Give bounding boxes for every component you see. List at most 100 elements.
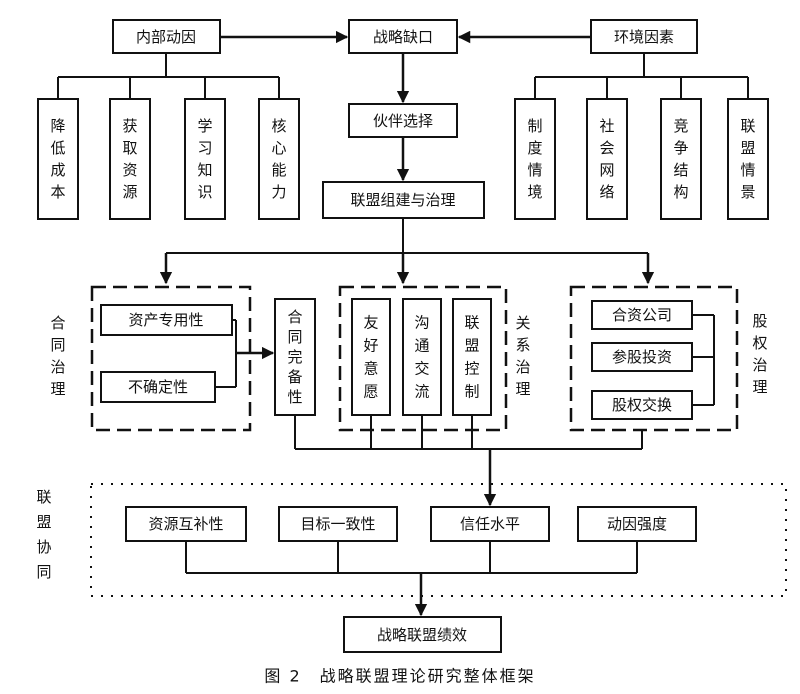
reduce-cost-char-4: 本 bbox=[50, 183, 65, 201]
contract-label-char-4: 理 bbox=[50, 380, 65, 398]
partner-selection-label: 伙伴选择 bbox=[373, 112, 433, 130]
alliance-context-char-2: 盟 bbox=[740, 139, 755, 157]
partner-selection-box bbox=[348, 103, 458, 138]
competition-char-2: 争 bbox=[673, 139, 688, 157]
institution-char-4: 境 bbox=[527, 183, 542, 201]
environment-label: 环境因素 bbox=[614, 28, 674, 46]
minority-equity-box bbox=[591, 342, 693, 372]
minority-equity-label: 参股投资 bbox=[612, 348, 672, 366]
institution-char-1: 制 bbox=[527, 117, 542, 135]
acquire-resources-char-1: 获 bbox=[122, 117, 137, 135]
equity-label-char-2: 权 bbox=[752, 334, 767, 352]
environment-tree-connector bbox=[534, 53, 749, 99]
alliance-control-char-1: 联 bbox=[464, 314, 479, 332]
friendly-intent-char-2: 好 bbox=[363, 337, 378, 355]
governance-branch-connector bbox=[159, 218, 655, 285]
acquire-resources-char-3: 资 bbox=[122, 161, 137, 179]
equity-governance-dashed-frame bbox=[569, 285, 739, 432]
alliance-context-char-4: 景 bbox=[740, 183, 755, 201]
learn-knowledge-char-3: 知 bbox=[197, 161, 212, 179]
contract-label-char-3: 治 bbox=[50, 358, 65, 376]
alliance-synergy-dotted-frame bbox=[90, 483, 787, 597]
internal-tree-connector bbox=[57, 53, 280, 99]
social-network-char-3: 网 bbox=[599, 161, 614, 179]
strategic-alliance-performance-box bbox=[343, 616, 502, 653]
alliance-governance-label: 联盟组建与治理 bbox=[350, 191, 455, 209]
resource-complementarity-label: 资源互补性 bbox=[148, 515, 223, 533]
equity-label-char-4: 理 bbox=[752, 378, 767, 396]
alliance-context-char-1: 联 bbox=[740, 117, 755, 135]
synergy-label-char-3: 协 bbox=[36, 538, 51, 556]
joint-venture-label: 合资公司 bbox=[612, 306, 672, 324]
competition-char-3: 结 bbox=[673, 161, 688, 179]
core-capability-char-3: 能 bbox=[271, 161, 286, 179]
equity-swap-box bbox=[591, 390, 693, 420]
strategic-gap-label: 战略缺口 bbox=[373, 28, 433, 46]
equity-swap-label: 股权交换 bbox=[612, 396, 672, 414]
goal-consistency-label: 目标一致性 bbox=[300, 515, 375, 533]
trust-level-label: 信任水平 bbox=[460, 515, 520, 533]
relation-label-char-4: 理 bbox=[515, 380, 530, 398]
relation-label-char-1: 关 bbox=[515, 314, 530, 332]
goal-consistency-box bbox=[278, 506, 398, 542]
motive-strength-label: 动因强度 bbox=[607, 515, 667, 533]
alliance-control-char-2: 盟 bbox=[464, 337, 479, 355]
learn-knowledge-char-2: 习 bbox=[197, 139, 212, 157]
competition-char-4: 构 bbox=[673, 183, 688, 201]
reduce-cost-char-2: 低 bbox=[50, 139, 65, 157]
uncertainty-label: 不确定性 bbox=[128, 378, 188, 396]
core-capability-char-2: 心 bbox=[271, 139, 286, 157]
communication-char-1: 沟 bbox=[414, 314, 429, 332]
acquire-resources-char-2: 取 bbox=[122, 139, 137, 157]
competition-char-1: 竞 bbox=[673, 117, 688, 135]
learn-knowledge-char-4: 识 bbox=[197, 183, 212, 201]
completeness-char-3: 完 bbox=[287, 348, 302, 366]
reduce-cost-char-3: 成 bbox=[50, 161, 65, 179]
friendly-intent-box bbox=[351, 298, 391, 416]
completeness-char-2: 同 bbox=[287, 328, 302, 346]
friendly-intent-char-1: 友 bbox=[363, 314, 378, 332]
alliance-governance-box bbox=[322, 181, 485, 219]
contract-to-completeness-connector bbox=[215, 319, 275, 388]
figure-caption: 图 2 战略联盟理论研究整体框架 bbox=[264, 667, 535, 686]
core-capability-char-1: 核 bbox=[271, 117, 286, 135]
contract-governance-dashed-frame bbox=[90, 285, 252, 432]
alliance-context-char-3: 情 bbox=[740, 161, 755, 179]
relation-label-char-2: 系 bbox=[515, 336, 530, 354]
completeness-char-4: 备 bbox=[287, 368, 302, 386]
synergy-label-char-2: 盟 bbox=[36, 513, 51, 531]
relation-label-char-3: 治 bbox=[515, 358, 530, 376]
internal-motive-label: 内部动因 bbox=[136, 28, 196, 46]
asset-specificity-label: 资产专用性 bbox=[128, 311, 203, 329]
social-network-char-1: 社 bbox=[599, 117, 614, 135]
strategic-alliance-performance-label: 战略联盟绩效 bbox=[377, 626, 467, 644]
learn-knowledge-char-1: 学 bbox=[197, 117, 212, 135]
equity-label-char-1: 股 bbox=[752, 312, 767, 330]
synergy-to-performance-connector bbox=[185, 541, 638, 617]
uncertainty-box bbox=[100, 371, 216, 403]
acquire-resources-char-4: 源 bbox=[122, 183, 137, 201]
social-network-char-4: 络 bbox=[599, 183, 614, 201]
completeness-char-1: 合 bbox=[287, 308, 302, 326]
synergy-label-char-1: 联 bbox=[36, 488, 51, 506]
contract-label-char-1: 合 bbox=[50, 314, 65, 332]
friendly-intent-char-3: 意 bbox=[363, 360, 378, 378]
alliance-control-char-3: 控 bbox=[464, 360, 479, 378]
communication-char-2: 通 bbox=[414, 337, 429, 355]
equity-label-char-3: 治 bbox=[752, 356, 767, 374]
friendly-intent-char-4: 愿 bbox=[363, 383, 378, 401]
governance-to-synergy-connector bbox=[294, 415, 643, 507]
